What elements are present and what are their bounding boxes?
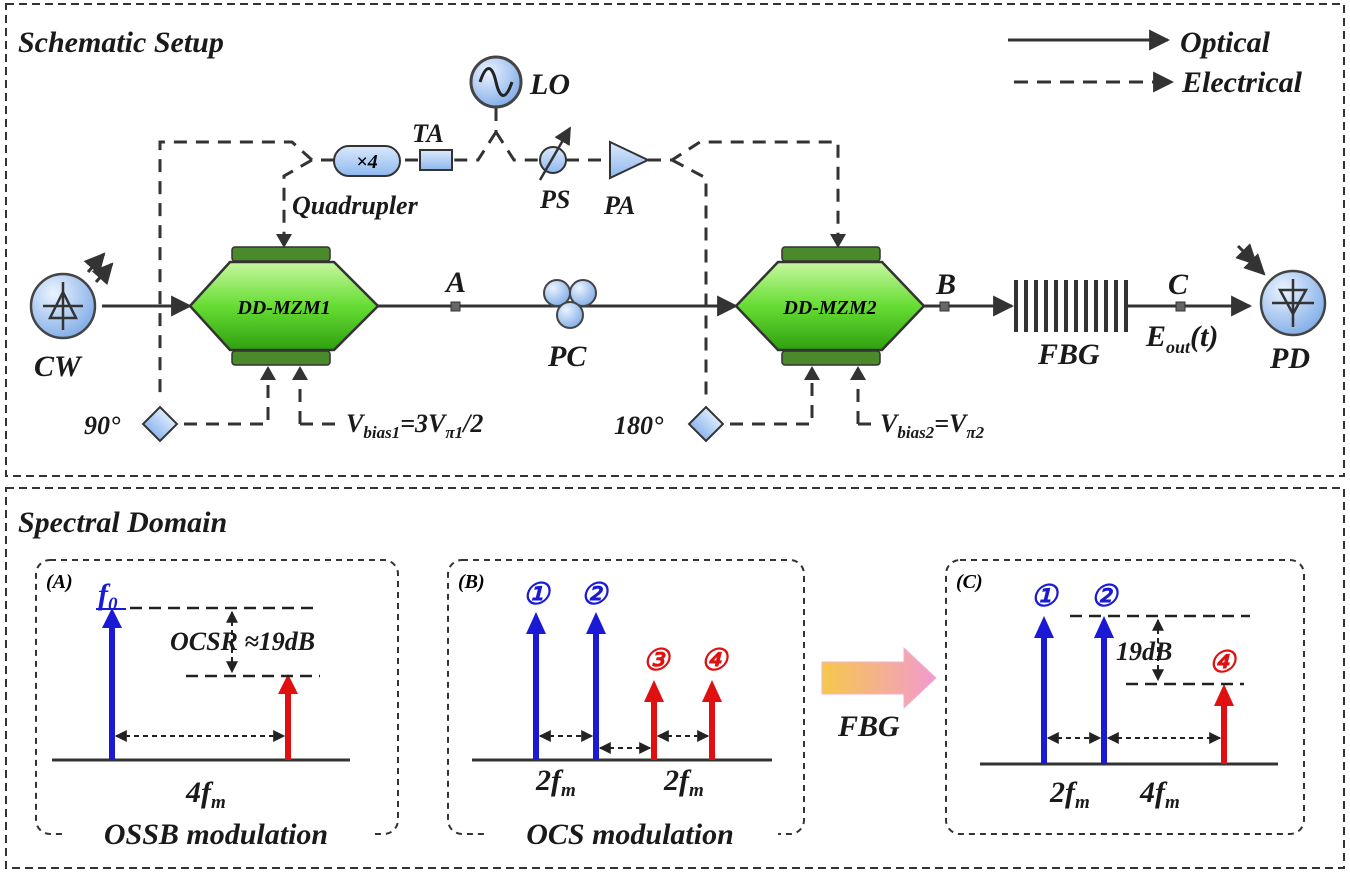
panel-b-arrowhead-1 [526, 612, 546, 634]
ta-label: TA [412, 119, 444, 148]
fbg-transfer-arrow [821, 646, 937, 710]
pc-icon [543, 279, 597, 329]
point-a-label: A [444, 266, 466, 299]
quadrupler-symbol: ×4 [356, 151, 377, 173]
panel-b-spacing-label-2: 2fm [663, 764, 704, 801]
dd-mzm2-label: DD-MZM2 [782, 297, 876, 319]
panel-b-tag: (B) [458, 571, 485, 593]
dd-mzm1 [188, 246, 380, 366]
ta-attenuator [419, 149, 453, 171]
panel-c-tag: (C) [956, 571, 983, 593]
panel-c-marker-1: ① [1031, 580, 1060, 613]
panel-b-arrowhead-4 [702, 680, 722, 702]
legend-optical-label: Optical [1180, 26, 1271, 59]
panel-c-arrowhead-2 [1094, 616, 1114, 638]
pc-label: PC [547, 340, 587, 373]
lo-source-icon [469, 55, 523, 109]
eout-label: Eout(t) [1145, 320, 1218, 357]
point-b-marker [939, 301, 950, 312]
panel-a-border [35, 559, 399, 835]
panel-a-caption: OSSB modulation [104, 818, 328, 851]
setup-panel-border [5, 3, 1345, 477]
panel-a-tag: (A) [46, 571, 73, 593]
panel-b-marker-1: ① [523, 578, 552, 611]
panel-a-carrier-label: f0 [98, 578, 118, 615]
panel-c-marker-3: ④ [1209, 646, 1238, 679]
cw-label: CW [34, 350, 83, 383]
power-amplifier-icon [609, 140, 651, 180]
setup-title: Schematic Setup [18, 26, 224, 59]
fbg-icon [1014, 280, 1128, 332]
dd-mzm2 [734, 246, 926, 366]
point-c-label: C [1168, 268, 1189, 301]
bias2-label: Vbias2=Vπ2 [880, 409, 985, 442]
panel-b-caption-bg [488, 816, 778, 852]
panel-c-ratio-label: 19dB [1116, 637, 1172, 666]
hybrid-90-icon [141, 405, 179, 443]
ps-label: PS [539, 185, 570, 214]
panel-a-sideband-arrowhead [278, 674, 298, 694]
lo-label: LO [529, 68, 570, 101]
panel-c-arrowhead-3 [1214, 684, 1234, 706]
panel-a-carrier-arrowhead [102, 608, 122, 628]
quadrupler-label: Quadrupler [292, 191, 419, 220]
pa-label: PA [603, 191, 635, 220]
panel-b-marker-3: ③ [643, 644, 672, 677]
panel-b-arrowhead-3 [644, 680, 664, 702]
panel-b-arrowhead-2 [586, 612, 606, 634]
fbg-label: FBG [1037, 338, 1100, 371]
pd-icon [1235, 243, 1327, 337]
fbg-transfer-label: FBG [837, 710, 900, 743]
hybrid-180-label: 180° [614, 411, 664, 440]
panel-c-marker-2: ② [1091, 580, 1120, 613]
phase-shifter-icon [538, 126, 572, 181]
panel-b-spacing-label-1: 2fm [535, 764, 576, 801]
pd-label: PD [1269, 342, 1310, 375]
panel-b-marker-4: ④ [701, 644, 730, 677]
point-c-marker [1175, 301, 1186, 312]
cw-laser-icon [29, 252, 114, 340]
panel-c-spacing-label-2: 4fm [1139, 776, 1180, 813]
electrical-arrowheads [260, 234, 866, 380]
hybrid-90-label: 90° [84, 411, 121, 440]
panel-c-arrowhead-1 [1034, 616, 1054, 638]
panel-a-spacing-label: 4fm [185, 776, 226, 813]
panel-a-ocsr-label: OCSR ≈19dB [170, 627, 315, 656]
panel-c-spacing-label-1: 2fm [1049, 776, 1090, 813]
panel-b-border [447, 559, 805, 835]
dd-mzm1-label: DD-MZM1 [236, 297, 330, 319]
panel-b-marker-2: ② [581, 578, 610, 611]
point-a-marker [450, 301, 461, 312]
panel-c-border [945, 559, 1305, 835]
panel-a-caption-bg [62, 816, 372, 852]
panel-b-caption: OCS modulation [526, 818, 734, 851]
spectral-title: Spectral Domain [18, 506, 227, 539]
hybrid-180-icon [687, 405, 725, 443]
spectral-panel-border [5, 487, 1345, 869]
point-b-label: B [935, 268, 956, 301]
quadrupler-box [333, 145, 401, 177]
electrical-rf-path [158, 108, 876, 426]
bias1-label: Vbias1=3Vπ1/2 [346, 409, 483, 442]
legend-electrical-label: Electrical [1181, 66, 1303, 99]
